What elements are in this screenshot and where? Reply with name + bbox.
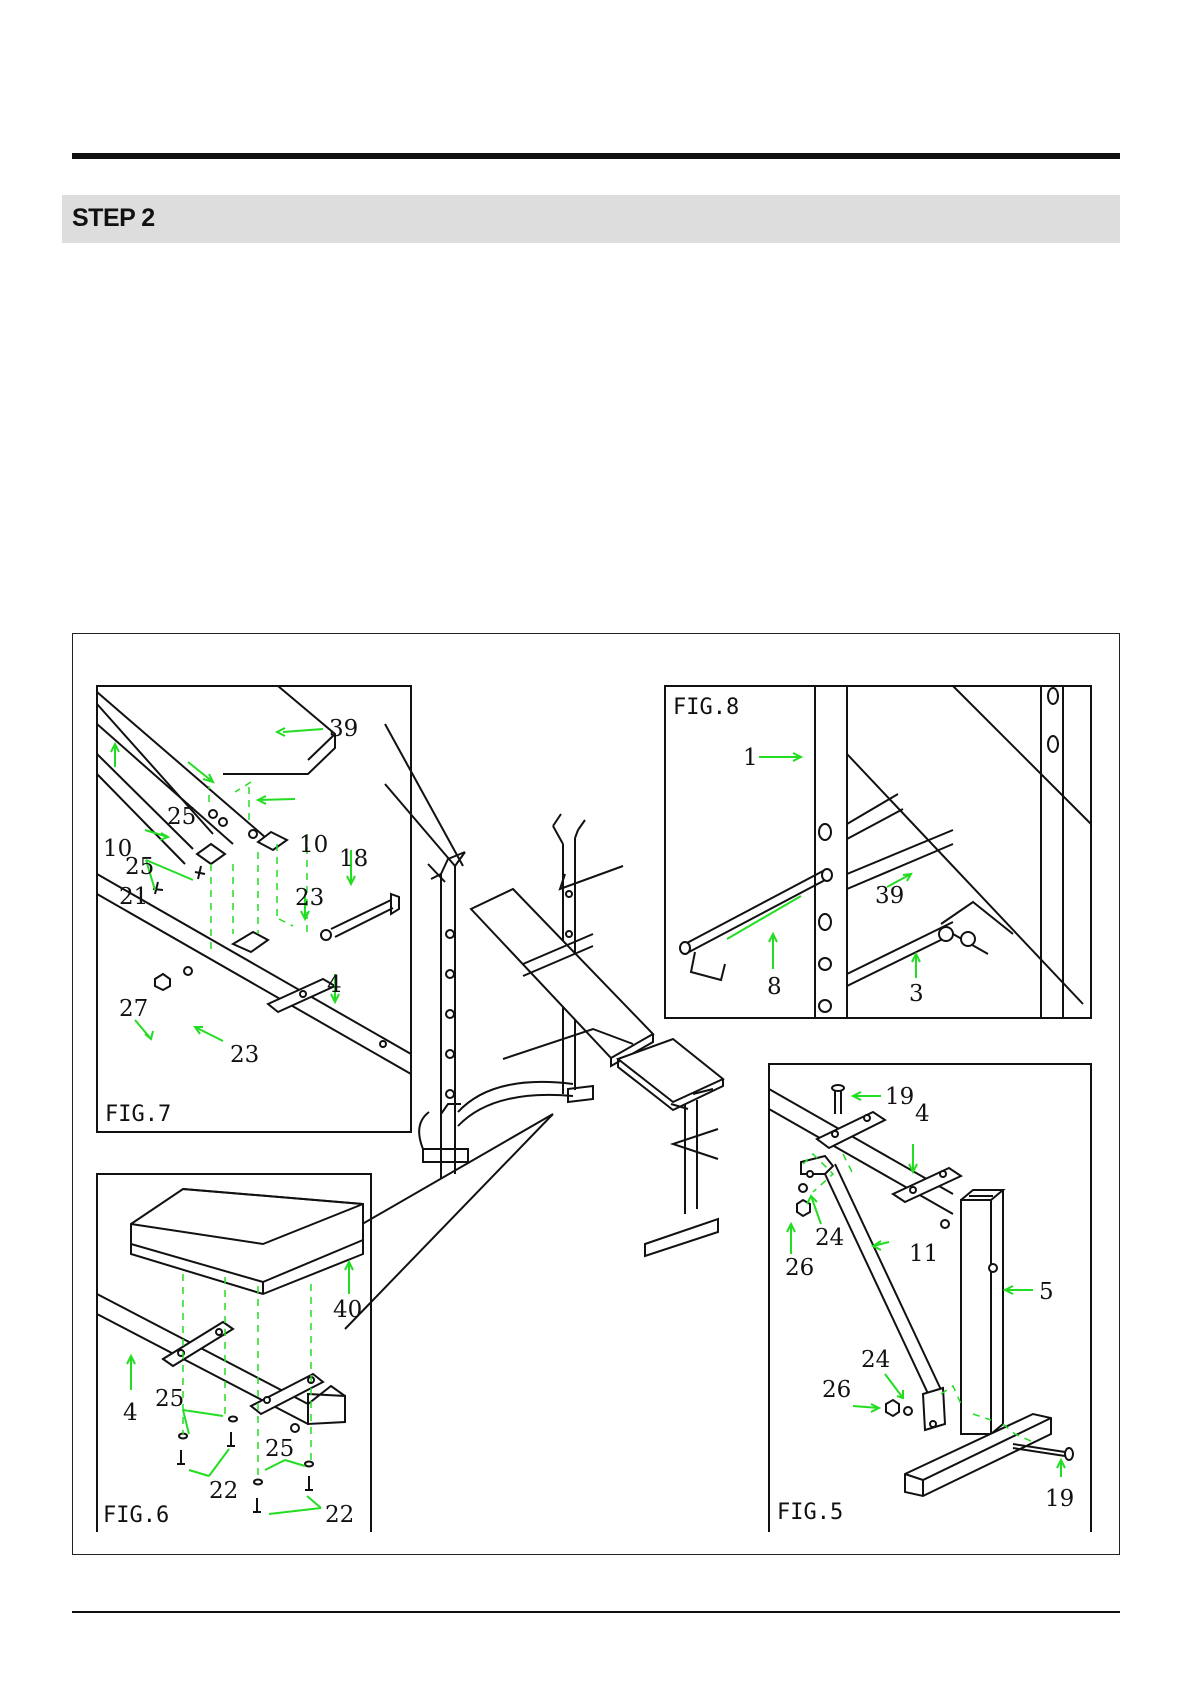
fig5-label-5: 5 (1039, 1279, 1054, 1305)
fig5-label-26-top: 26 (785, 1255, 814, 1281)
bench-overview (345, 724, 723, 1329)
fig8-label-3: 3 (909, 981, 924, 1007)
fig8-label-8: 8 (767, 974, 782, 1000)
fig8-label-39: 39 (875, 883, 904, 909)
assembly-diagram: 39 10 25 10 18 25 21 23 4 27 23 FIG.7 (73, 634, 1119, 1554)
fig7-label-39: 39 (329, 716, 358, 742)
fig5-detail: 19 4 24 26 11 5 24 26 19 FIG.5 (769, 1064, 1091, 1532)
fig7-label-10-right: 10 (299, 832, 328, 858)
fig7-label-27: 27 (119, 996, 148, 1022)
fig7-label-21: 21 (119, 884, 148, 910)
fig8-detail: FIG.8 1 39 8 3 (665, 686, 1091, 1018)
fig5-label-19-top: 19 (885, 1084, 914, 1110)
fig5-label-24-bottom: 24 (861, 1347, 890, 1373)
fig6-label-25-right: 25 (265, 1436, 294, 1462)
fig8-caption: FIG.8 (673, 695, 739, 720)
fig7-detail: 39 10 25 10 18 25 21 23 4 27 23 FIG.7 (97, 686, 411, 1132)
fig6-label-40: 40 (333, 1297, 362, 1323)
assembly-diagram-frame: 39 10 25 10 18 25 21 23 4 27 23 FIG.7 (72, 633, 1120, 1555)
fig6-detail: 40 4 25 25 22 22 FIG.6 (97, 1174, 371, 1532)
step-title: STEP 2 (72, 204, 155, 233)
fig7-label-23-bottom: 23 (230, 1042, 259, 1068)
fig5-label-26-bottom: 26 (822, 1377, 851, 1403)
fig5-label-24-top: 24 (815, 1225, 844, 1251)
fig6-label-22-right: 22 (325, 1502, 354, 1528)
fig6-label-22-left: 22 (209, 1478, 238, 1504)
fig6-label-4: 4 (123, 1400, 138, 1426)
fig7-label-4: 4 (327, 972, 342, 998)
fig5-label-19-bottom: 19 (1045, 1486, 1074, 1512)
fig7-label-25-left: 25 (125, 854, 154, 880)
bottom-rule (72, 1611, 1120, 1613)
fig5-label-4: 4 (915, 1101, 930, 1127)
fig6-caption: FIG.6 (103, 1503, 169, 1528)
fig7-caption: FIG.7 (105, 1102, 171, 1127)
step-header-bar: STEP 2 (62, 195, 1120, 243)
fig8-label-1: 1 (743, 745, 758, 771)
fig7-label-18: 18 (339, 846, 368, 872)
fig7-label-23-top: 23 (295, 885, 324, 911)
top-rule (72, 153, 1120, 159)
fig5-label-11: 11 (909, 1241, 938, 1267)
fig5-caption: FIG.5 (777, 1500, 843, 1525)
fig6-label-25-left: 25 (155, 1386, 184, 1412)
fig7-label-25-top: 25 (167, 804, 196, 830)
